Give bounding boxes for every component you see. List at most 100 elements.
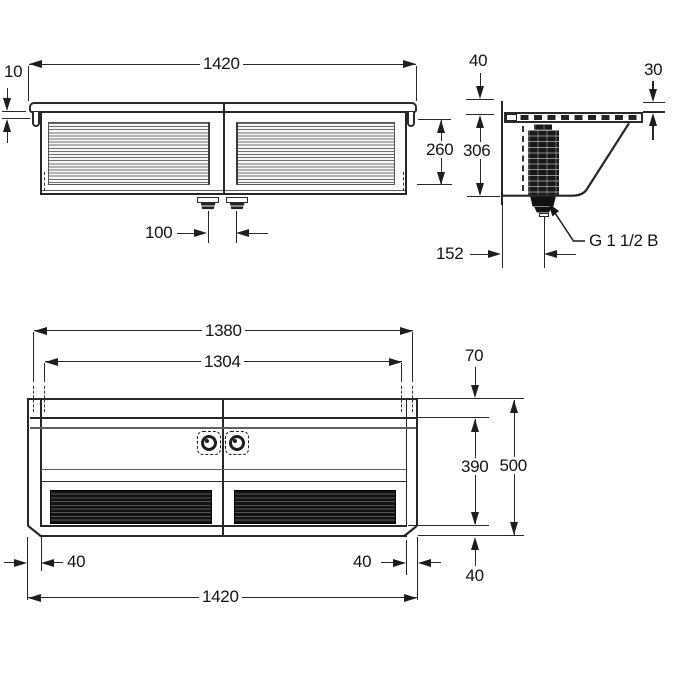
front-drain-nut-left	[200, 202, 216, 211]
ext-line	[401, 363, 403, 382]
plan-inner-right-wall	[405, 400, 408, 527]
arrowhead-right	[488, 250, 501, 259]
dim-label-basin-inner-depth: 390	[458, 458, 492, 475]
arrowhead-right	[14, 558, 28, 567]
side-hidden-line	[522, 126, 524, 191]
side-basin-profile	[500, 122, 630, 197]
dim-line	[54, 562, 64, 564]
arrowhead-left	[236, 229, 250, 238]
dim-label-back-ledge: 70	[462, 347, 487, 364]
dim-line	[431, 562, 441, 564]
plan-inner-bottom-line	[41, 525, 406, 527]
dim-label-overall-depth: 500	[496, 457, 530, 474]
ext-line	[418, 398, 524, 400]
ext-line	[412, 332, 414, 382]
plan-back-ledge-line	[29, 416, 416, 419]
plan-top-edge	[27, 398, 418, 401]
plan-drain-dot-right	[232, 438, 237, 443]
plan-drain-hidden-square-right	[225, 431, 249, 455]
plan-bottom-edge	[39, 534, 407, 537]
plan-grille-top-line	[41, 480, 406, 483]
dim-label-front-apron: 40	[462, 567, 487, 584]
leader-line	[552, 209, 585, 242]
arrowhead-down	[471, 384, 480, 398]
ext-tick	[643, 102, 665, 104]
dim-line	[6, 132, 8, 143]
dim-label-rim-lip: 10	[1, 63, 26, 80]
ext-line	[28, 66, 30, 101]
side-rim-hatch	[507, 114, 639, 121]
dim-line	[249, 232, 269, 234]
arrowhead-down	[3, 98, 12, 112]
arrowhead-left	[544, 250, 558, 259]
arrowhead-left	[41, 558, 55, 567]
plan-drain-ring-right	[228, 434, 245, 451]
arrowhead-down	[476, 182, 485, 196]
plan-grille-right	[233, 490, 396, 524]
plan-drain-dot-left	[204, 438, 209, 443]
arrowhead-up	[437, 119, 446, 133]
front-drain-flange-left	[197, 196, 219, 203]
arrowhead-up	[476, 115, 485, 128]
arrowhead-left	[44, 357, 58, 366]
plan-floor-line	[41, 468, 406, 470]
side-drain-body	[527, 130, 559, 196]
arrowhead-left	[418, 558, 431, 567]
arrowhead-up	[3, 119, 12, 133]
plan-center-divider	[222, 400, 225, 535]
arrowhead-up	[649, 113, 657, 127]
arrowhead-right	[399, 326, 413, 335]
arrowhead-right	[388, 357, 402, 366]
side-drain-nut	[534, 206, 552, 213]
plan-left-edge	[27, 398, 30, 526]
dim-line	[4, 562, 15, 564]
arrowhead-up	[471, 418, 480, 432]
ext-line	[408, 525, 489, 527]
arrowhead-up	[510, 399, 519, 413]
plan-drain-ring-left	[200, 434, 217, 451]
ext-line	[416, 536, 418, 600]
plan-drain-hidden-square-left	[197, 431, 221, 455]
dim-line	[381, 562, 393, 564]
front-rim-tab-left	[31, 111, 40, 127]
ext-line	[501, 204, 503, 268]
dim-line	[652, 126, 654, 141]
dim-label-drain-spacing: 100	[142, 224, 176, 241]
arrowhead-left	[28, 593, 41, 602]
front-center-divider	[222, 103, 225, 193]
arrowhead-down	[649, 89, 657, 103]
ext-line	[207, 211, 209, 243]
plan-back-slope-line	[29, 427, 416, 429]
dim-line	[474, 367, 476, 386]
ext-line	[415, 66, 417, 101]
ext-line	[40, 536, 42, 571]
dim-label-inner-width: 1304	[201, 352, 244, 370]
dim-line	[470, 253, 488, 255]
dim-label-basin-depth: 260	[423, 140, 457, 158]
dim-label-bracket-offset: 40	[466, 52, 491, 69]
front-panel-right	[236, 122, 395, 185]
side-wall-line	[501, 100, 503, 205]
front-drain-flange-right	[226, 196, 248, 203]
arrowhead-right	[393, 558, 406, 567]
arrowhead-up	[471, 536, 480, 550]
front-drain-nut-right	[229, 202, 245, 211]
dim-line	[652, 81, 654, 92]
dim-line	[557, 253, 577, 255]
dim-line	[6, 88, 8, 100]
front-body-bottom-edge	[40, 193, 407, 196]
ext-tick	[418, 119, 451, 121]
dim-label-overall-height: 306	[460, 141, 494, 159]
side-rim-lip-cut	[505, 113, 518, 122]
ext-tick	[417, 184, 452, 186]
arrowhead-down	[510, 521, 519, 535]
arrowhead-right	[402, 60, 416, 69]
dim-label-wall-to-drain: 152	[433, 245, 467, 262]
ext-line	[32, 332, 35, 382]
ext-tick	[466, 113, 494, 115]
ext-line	[418, 417, 489, 419]
arrowhead-left	[33, 326, 47, 335]
ext-line	[235, 211, 237, 243]
front-body-left-edge	[40, 113, 42, 194]
